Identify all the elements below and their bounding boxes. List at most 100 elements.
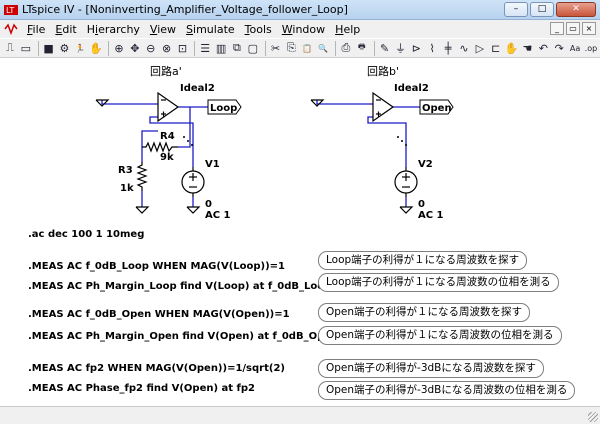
resize-grip-icon[interactable] xyxy=(588,412,598,422)
svg-text:LT: LT xyxy=(6,6,14,15)
redo-icon[interactable]: ↷ xyxy=(554,41,564,55)
ground-a-v1 xyxy=(186,206,201,214)
zoom-in-icon[interactable]: ⊕ xyxy=(114,41,124,55)
close-window-icon[interactable]: ▢ xyxy=(247,41,259,55)
menu-item-file[interactable]: File xyxy=(22,23,50,36)
meas-directive-ph-margin-loop[interactable]: .MEAS AC Ph_Margin_Loop find V(Loop) at … xyxy=(28,281,332,292)
r4-symbol xyxy=(142,141,178,153)
net-label-open xyxy=(419,99,454,115)
resistor-icon[interactable]: ⌇ xyxy=(429,41,435,55)
window-title: LTspice IV - [Noninverting_Amplifier_Vol… xyxy=(22,3,348,16)
v2-ac: AC 1 xyxy=(418,210,444,221)
open-icon[interactable]: ▭ xyxy=(20,41,32,55)
v1-symbol xyxy=(181,167,205,197)
toolbar-separator xyxy=(335,40,336,56)
menu-label-mnemonic: E xyxy=(55,22,63,36)
v1-value: 0 xyxy=(205,199,212,210)
opamp-a-name: Ideal2 xyxy=(180,83,215,94)
label-net-icon[interactable]: ⊳ xyxy=(411,41,421,55)
cut-icon[interactable]: ✂ xyxy=(270,41,281,55)
print-icon[interactable]: 🖶 xyxy=(358,42,366,51)
toolbar: ⎍▭■⚙🏃✋⊕✥⊖⊗⊡☰▥⧉▢✂⎘📋🔍⎙🖶✎⏚⊳⌇╪∿▷⊏✋☚↶↷Aa.op xyxy=(0,38,600,58)
menu-label-pre: H xyxy=(86,22,96,36)
menu-label-mnemonic: H xyxy=(335,22,344,36)
v2-symbol xyxy=(394,167,418,197)
r3-name: R3 xyxy=(118,165,133,176)
comment-ph-margin-open[interactable]: Open端子の利得が１になる周波数の位相を測る xyxy=(318,326,562,345)
menu-item-window[interactable]: Window xyxy=(277,23,330,36)
comment-ph-margin-loop[interactable]: Loop端子の利得が１になる周波数の位相を測る xyxy=(318,273,559,292)
tile-horizontal-icon[interactable]: ☰ xyxy=(200,41,211,55)
menu-item-tools[interactable]: Tools xyxy=(240,23,277,36)
pan-icon[interactable]: ✥ xyxy=(130,41,140,55)
r4-value: 9k xyxy=(160,152,174,163)
ltspice-logo-icon: LT xyxy=(4,4,18,15)
new-schematic-icon[interactable]: ⎍ xyxy=(6,41,14,54)
meas-directive-fp2[interactable]: .MEAS AC fp2 WHEN MAG(V(Open))=1/sqrt(2) xyxy=(28,363,285,374)
wire-a-feedback xyxy=(141,130,158,147)
ac-directive[interactable]: .ac dec 100 1 10meg xyxy=(28,229,145,240)
menu-item-edit[interactable]: Edit xyxy=(50,23,81,36)
print-setup-icon[interactable]: ⎙ xyxy=(341,41,351,54)
menu-label-post: indow xyxy=(292,22,326,36)
minimize-button[interactable]: – xyxy=(504,2,528,17)
halt-icon[interactable]: ✋ xyxy=(89,41,104,55)
comment-f0db-open[interactable]: Open端子の利得が１になる周波数を探す xyxy=(318,303,531,322)
document-icon[interactable] xyxy=(4,22,18,36)
zoom-fit-icon[interactable]: ⊗ xyxy=(161,41,172,55)
comment-f0db-loop[interactable]: Loop端子の利得が１になる周波数を探す xyxy=(318,251,528,270)
menu-item-simulate[interactable]: Simulate xyxy=(181,23,240,36)
zoom-out-icon[interactable]: ⊖ xyxy=(146,41,156,55)
undo-icon[interactable]: ↶ xyxy=(538,41,548,55)
draw-wire-icon[interactable]: ✎ xyxy=(379,41,390,55)
meas-directive-phase-fp2[interactable]: .MEAS AC Phase_fp2 find V(Open) at fp2 xyxy=(28,383,256,394)
copy-icon[interactable]: ⎘ xyxy=(287,41,296,54)
menu-label-mnemonic: F xyxy=(27,22,33,36)
move-icon[interactable]: ✋ xyxy=(504,41,519,55)
capacitor-icon[interactable]: ╪ xyxy=(444,41,452,55)
menu-label-post: dit xyxy=(62,22,77,36)
paste-icon[interactable]: 📋 xyxy=(302,43,313,53)
r3-symbol xyxy=(136,162,148,191)
toolbar-separator xyxy=(264,40,266,56)
spice-directive-icon[interactable]: .op xyxy=(584,43,598,53)
schematic-canvas[interactable]: 回路a' 回路b' Ideal2 Loop R4 9k R3 1k V1 0 A… xyxy=(0,59,600,406)
close-button[interactable]: ✕ xyxy=(556,2,596,17)
title-bar: LT LTspice IV - [Noninverting_Amplifier_… xyxy=(0,0,600,20)
meas-directive-f0db-loop[interactable]: .MEAS AC f_0dB_Loop WHEN MAG(V(Loop))=1 xyxy=(28,261,286,272)
save-icon[interactable]: ■ xyxy=(43,41,54,55)
comment-phase-fp2[interactable]: Open端子の利得が-3dBになる周波数の位相を測る xyxy=(318,381,576,400)
comment-fp2[interactable]: Open端子の利得が-3dBになる周波数を探す xyxy=(318,359,544,378)
find-icon[interactable]: 🔍 xyxy=(318,43,329,53)
diode-icon[interactable]: ▷ xyxy=(475,41,485,55)
mdi-minimize-button[interactable]: _ xyxy=(550,22,564,35)
mdi-restore-button[interactable]: ▭ xyxy=(566,22,580,35)
opamp-b xyxy=(372,91,395,123)
ground-b-v2 xyxy=(399,206,414,214)
v2-value: 0 xyxy=(418,199,425,210)
v2-name: V2 xyxy=(418,159,433,170)
wire-a-input xyxy=(101,100,158,105)
menu-label-mnemonic: i xyxy=(95,22,99,36)
meas-directive-ph-margin-open[interactable]: .MEAS AC Ph_Margin_Open find V(Open) at … xyxy=(28,331,339,342)
wire-a-plus xyxy=(149,116,194,167)
circuit-a-title: 回路a' xyxy=(150,65,182,78)
ground-icon[interactable]: ⏚ xyxy=(394,42,406,55)
inductor-icon[interactable]: ∿ xyxy=(459,41,469,55)
meas-directive-f0db-open[interactable]: .MEAS AC f_0dB_Open WHEN MAG(V(Open))=1 xyxy=(28,309,290,320)
menu-item-hierarchy[interactable]: Hierarchy xyxy=(82,23,145,36)
menu-item-view[interactable]: View xyxy=(145,23,181,36)
control-panel-icon[interactable]: ⚙ xyxy=(59,41,70,55)
component-icon[interactable]: ⊏ xyxy=(491,41,501,55)
cascade-icon[interactable]: ⧉ xyxy=(233,41,241,54)
maximize-button[interactable]: □ xyxy=(530,2,554,17)
autorange-icon[interactable]: ⊡ xyxy=(177,41,188,55)
run-icon[interactable]: 🏃 xyxy=(75,43,86,53)
menu-label-post: imulate xyxy=(193,22,235,36)
drag-icon[interactable]: ☚ xyxy=(522,41,533,55)
toolbar-separator xyxy=(37,40,39,56)
tile-vertical-icon[interactable]: ▥ xyxy=(215,41,227,55)
menu-item-help[interactable]: Help xyxy=(330,23,365,36)
mdi-close-button[interactable]: × xyxy=(582,22,596,35)
text-icon[interactable]: Aa xyxy=(569,43,581,53)
